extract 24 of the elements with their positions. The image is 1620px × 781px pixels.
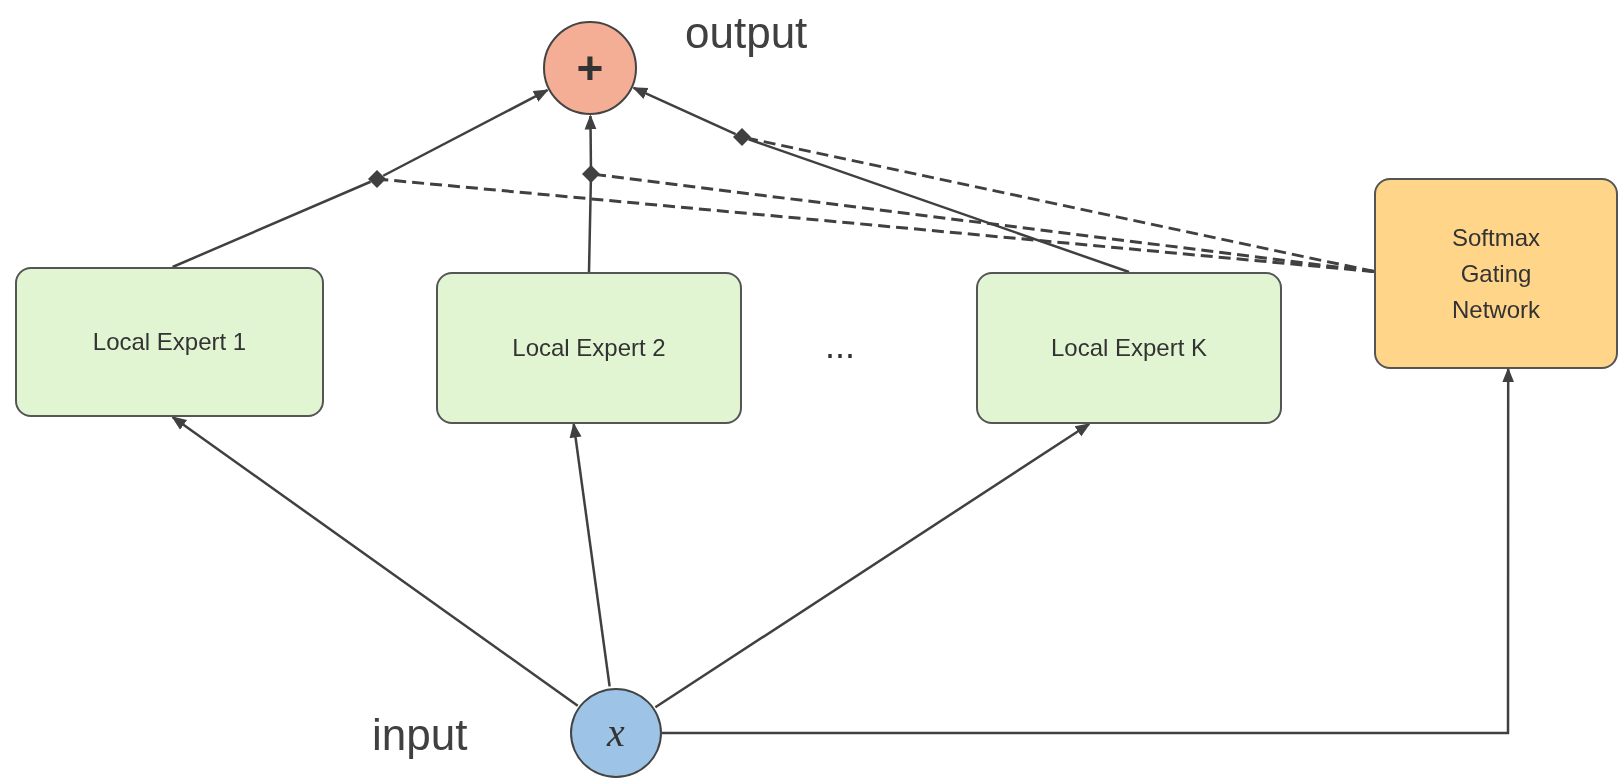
arrow <box>632 86 737 136</box>
arrow <box>382 89 549 177</box>
expert-box <box>976 272 1282 424</box>
node-label: Local Expert 1 <box>92 327 247 357</box>
arrow <box>654 422 1091 709</box>
ellipsis-text: ... <box>825 325 855 367</box>
expert-box <box>436 272 742 424</box>
gate-diamond <box>733 128 751 146</box>
expert-box <box>15 267 324 417</box>
node-label: Local Expert 2 <box>512 333 666 363</box>
arrow <box>584 114 597 167</box>
node-label: Softmax Gating Network <box>1451 222 1541 325</box>
node-caption: input <box>372 710 468 760</box>
gating-network-box <box>1374 178 1618 369</box>
arrow <box>569 422 611 687</box>
arrow <box>171 416 579 707</box>
node-label: Local Expert K <box>1050 333 1208 363</box>
gate-diamond <box>582 165 600 183</box>
symbol-text: + <box>576 45 604 91</box>
gate-diamond <box>368 170 386 188</box>
arrow <box>662 367 1515 735</box>
node-caption: output <box>685 8 808 58</box>
dashed-connector <box>748 137 1375 274</box>
symbol-text: x <box>607 713 625 753</box>
